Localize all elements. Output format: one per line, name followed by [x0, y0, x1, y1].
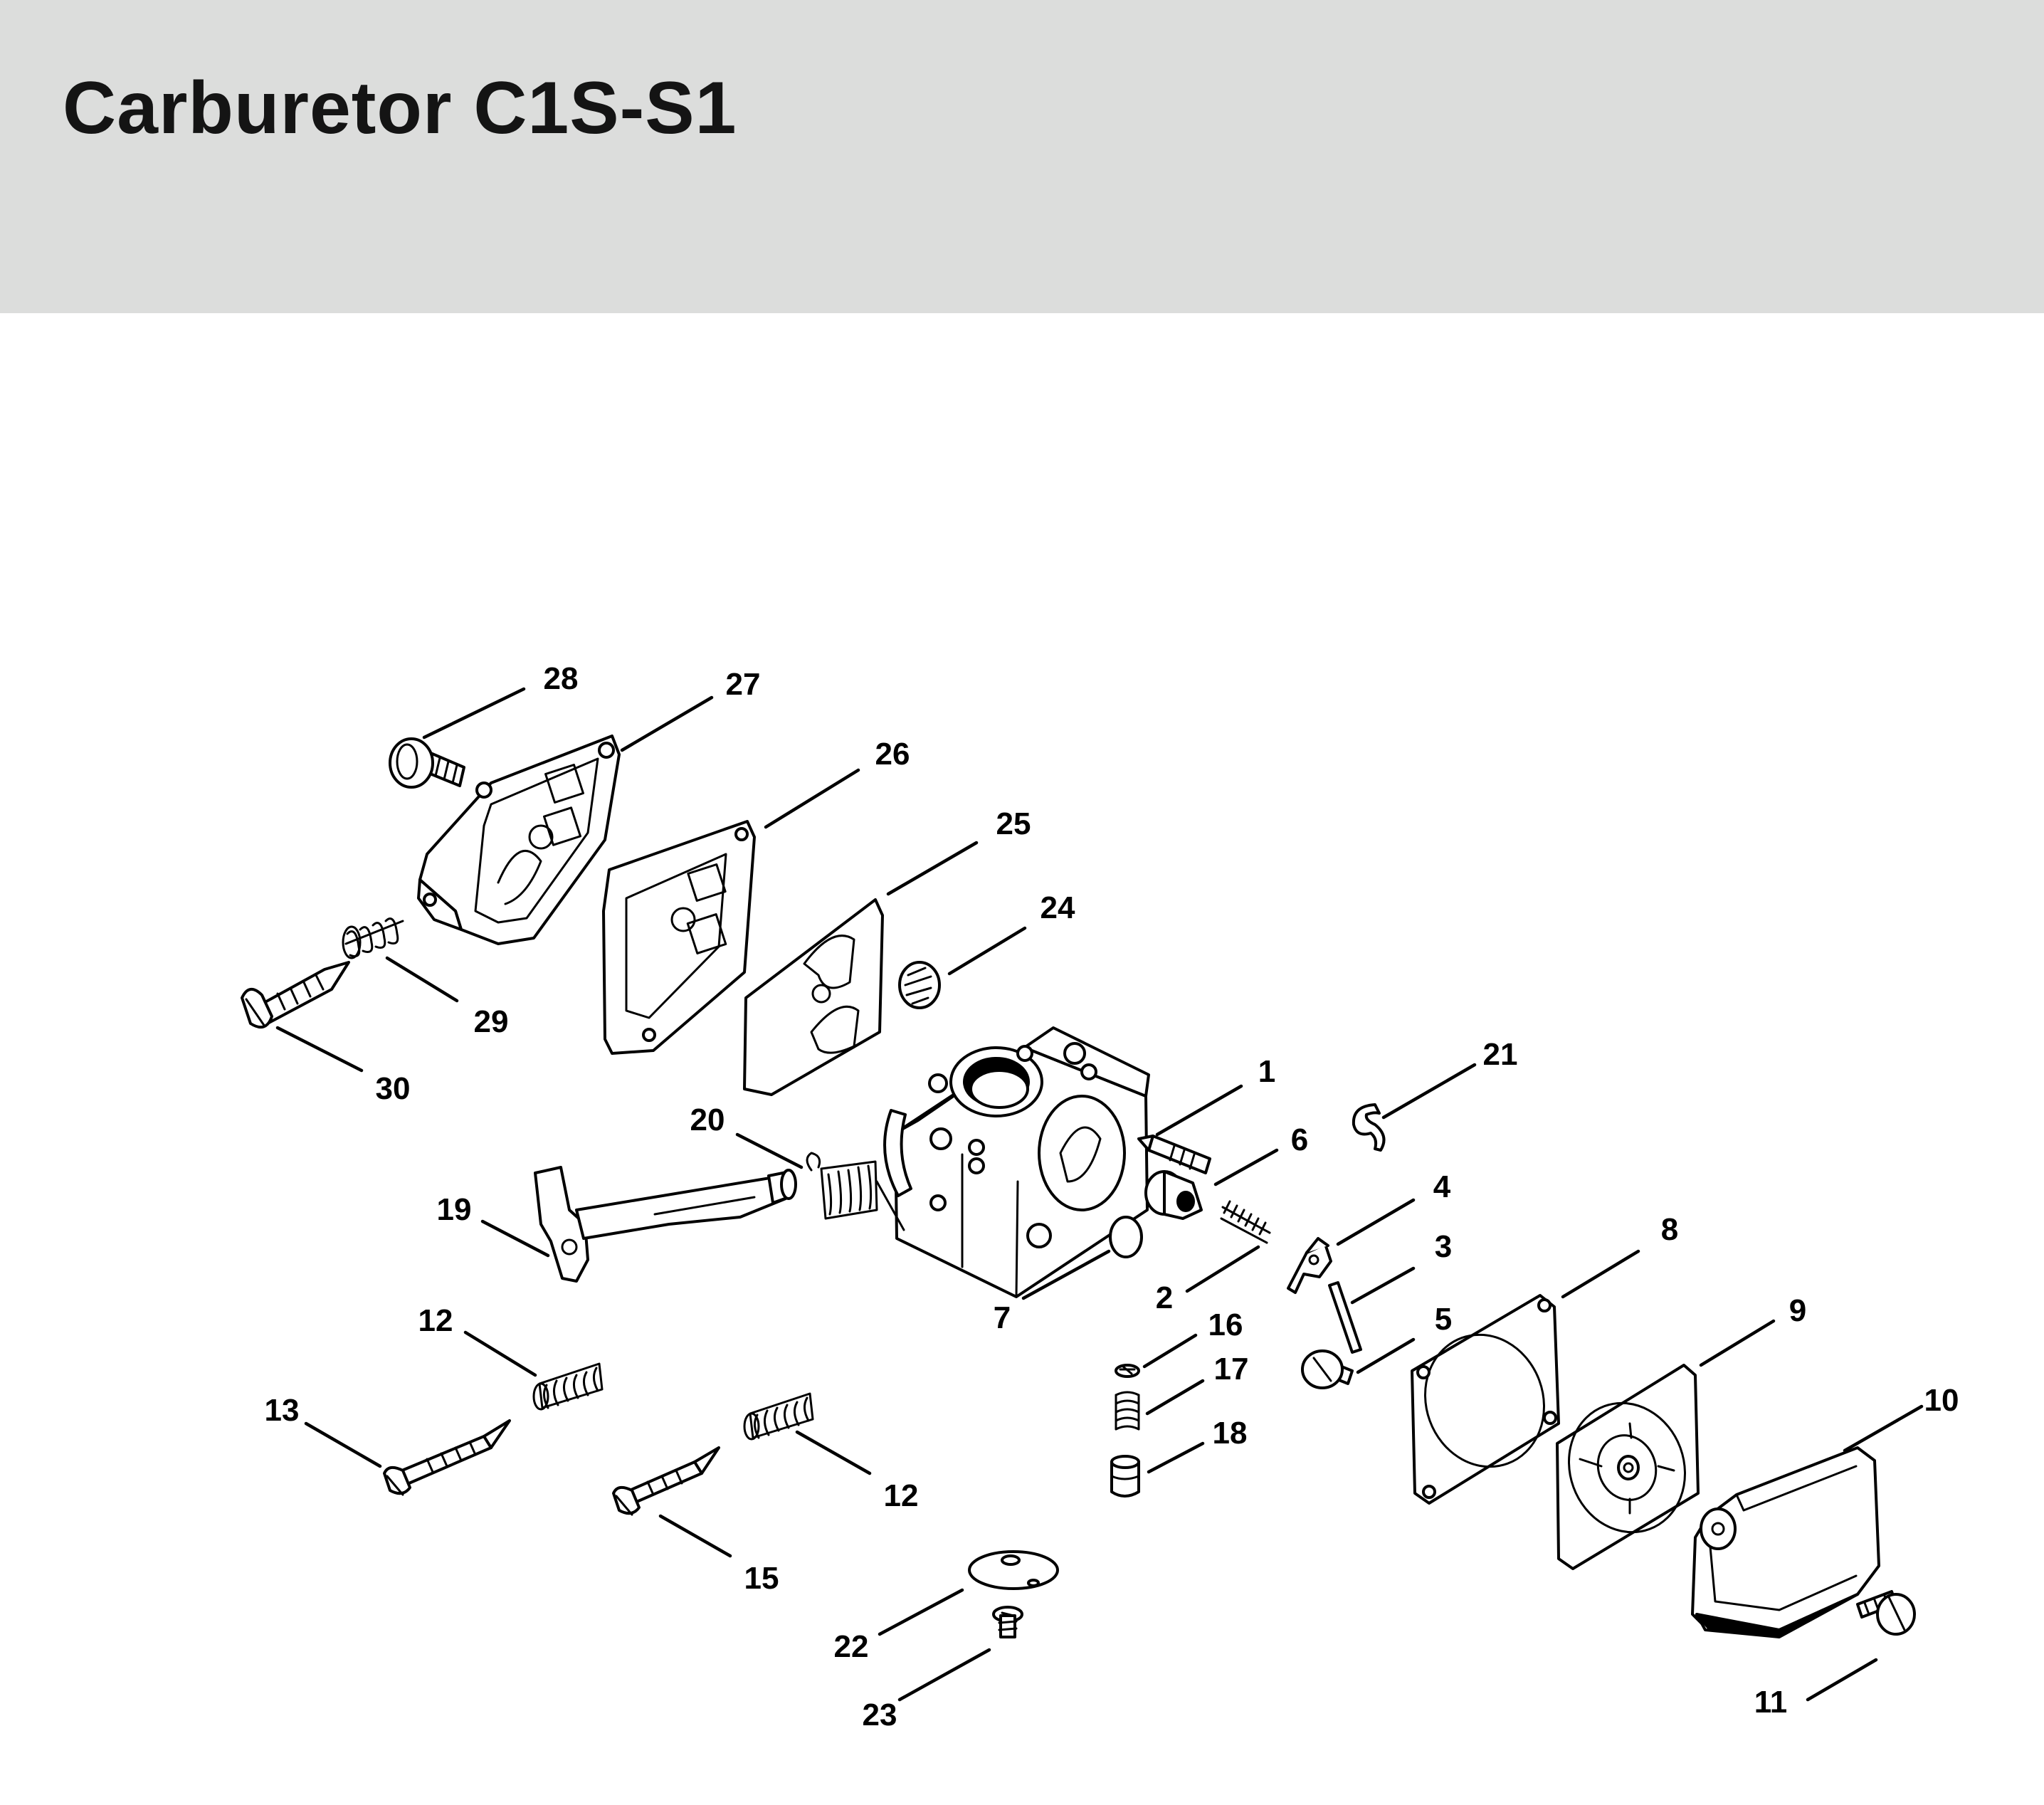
header-band: [0, 0, 2044, 313]
leader-5: [1356, 1337, 1416, 1374]
callout-15: 15: [744, 1561, 779, 1596]
pump-gasket-drawing: [602, 820, 756, 1055]
high-speed-adjusting-screw-drawing: [383, 1419, 511, 1496]
page-title: Carburetor C1S-S1: [63, 67, 737, 149]
leader-2: [1185, 1245, 1260, 1293]
adjusting-spring-upper-drawing: [532, 1362, 604, 1411]
leader-27: [620, 695, 714, 752]
callout-17: 17: [1214, 1352, 1249, 1386]
o-ring-drawing: [1109, 1216, 1143, 1258]
leader-16: [1142, 1333, 1198, 1369]
idle-screw-spring-drawing: [342, 917, 404, 959]
callout-22: 22: [834, 1629, 869, 1664]
leader-18: [1147, 1441, 1205, 1474]
inlet-valve-drawing: [1110, 1455, 1140, 1498]
leader-19: [480, 1219, 550, 1258]
pump-cover-screw-drawing: [389, 737, 465, 789]
callout-29: 29: [474, 1004, 509, 1039]
leader-12-upper: [463, 1330, 537, 1377]
throttle-shaft-drawing: [534, 1166, 797, 1283]
leader-26: [764, 768, 860, 829]
callout-12-lower: 12: [884, 1478, 919, 1513]
callout-25: 25: [996, 806, 1031, 841]
throttle-plate-drawing: [968, 1550, 1059, 1590]
control-lever-pin-drawing: [1328, 1281, 1362, 1354]
leader-7: [1021, 1249, 1111, 1300]
callout-8: 8: [1661, 1212, 1678, 1247]
leader-28: [422, 687, 526, 740]
callout-10: 10: [1924, 1383, 1959, 1418]
adjusting-spring-lower-drawing: [743, 1392, 814, 1441]
circlip-drawing: [1352, 1103, 1386, 1152]
metering-cover-drawing: [1691, 1446, 1880, 1638]
callout-7: 7: [994, 1300, 1011, 1335]
idle-speed-screw-drawing: [241, 961, 350, 1029]
leader-24: [947, 926, 1027, 976]
pump-diaphragm-drawing: [743, 898, 884, 1096]
leader-8: [1561, 1249, 1640, 1299]
metering-diaphragm-drawing: [1556, 1364, 1700, 1570]
callout-3: 3: [1435, 1229, 1452, 1264]
leader-15: [658, 1514, 732, 1558]
callout-26: 26: [875, 737, 910, 772]
inlet-needle-drawing: [1137, 1135, 1211, 1174]
low-speed-adjusting-screw-drawing: [612, 1446, 720, 1516]
leader-17: [1145, 1379, 1205, 1416]
leader-10: [1843, 1404, 1924, 1453]
callout-27: 27: [726, 667, 761, 702]
leader-29: [385, 956, 459, 1003]
callout-28: 28: [544, 661, 579, 696]
leader-6: [1213, 1148, 1279, 1186]
inlet-spring-drawing: [1115, 1391, 1140, 1431]
welch-plug-drawing: [898, 961, 941, 1009]
leader-3: [1350, 1266, 1416, 1305]
callout-24: 24: [1041, 890, 1075, 925]
leader-25: [886, 841, 979, 896]
control-lever-drawing: [1287, 1237, 1332, 1294]
leader-12-lower: [795, 1430, 872, 1475]
leader-11: [1806, 1658, 1878, 1702]
callout-1: 1: [1258, 1054, 1275, 1089]
callout-20: 20: [690, 1103, 725, 1137]
leader-22: [878, 1588, 964, 1636]
callout-2: 2: [1156, 1280, 1173, 1315]
callout-12-upper: 12: [418, 1303, 453, 1338]
callout-23: 23: [863, 1698, 897, 1732]
callout-13: 13: [265, 1393, 300, 1428]
leader-1: [1155, 1084, 1243, 1137]
leader-21: [1381, 1063, 1477, 1120]
callout-labels: 1 2 3 4 5 6 7 8 9 10 11 12 12 13 15 16 1…: [265, 661, 1959, 1732]
cover-screw-drawing: [1856, 1590, 1916, 1636]
leader-4: [1336, 1198, 1416, 1246]
leader-13: [304, 1421, 382, 1468]
lever-screw-drawing: [1301, 1349, 1354, 1389]
callout-4: 4: [1433, 1169, 1451, 1204]
callout-21: 21: [1483, 1037, 1518, 1072]
callout-16: 16: [1208, 1307, 1243, 1342]
callout-9: 9: [1789, 1293, 1806, 1328]
plug-cap-drawing: [1144, 1170, 1203, 1220]
inlet-needle-spring-drawing: [1220, 1200, 1271, 1244]
leader-20: [735, 1132, 804, 1169]
leader-30: [275, 1026, 364, 1073]
leader-lines: [275, 687, 1924, 1702]
inlet-screen-drawing: [1115, 1364, 1140, 1378]
callout-6: 6: [1291, 1122, 1308, 1157]
torsion-spring-drawing: [806, 1152, 905, 1231]
leader-9: [1699, 1319, 1776, 1367]
callout-19: 19: [437, 1192, 472, 1227]
callout-30: 30: [376, 1071, 411, 1106]
callout-5: 5: [1435, 1302, 1452, 1337]
callout-11: 11: [1754, 1685, 1788, 1720]
leader-23: [897, 1648, 991, 1702]
callout-18: 18: [1213, 1416, 1248, 1451]
throttle-plate-screw-drawing: [992, 1606, 1023, 1638]
metering-gasket-drawing: [1411, 1294, 1560, 1505]
carburetor-body-drawing: [883, 1026, 1150, 1298]
pump-cover-drawing: [417, 735, 621, 945]
